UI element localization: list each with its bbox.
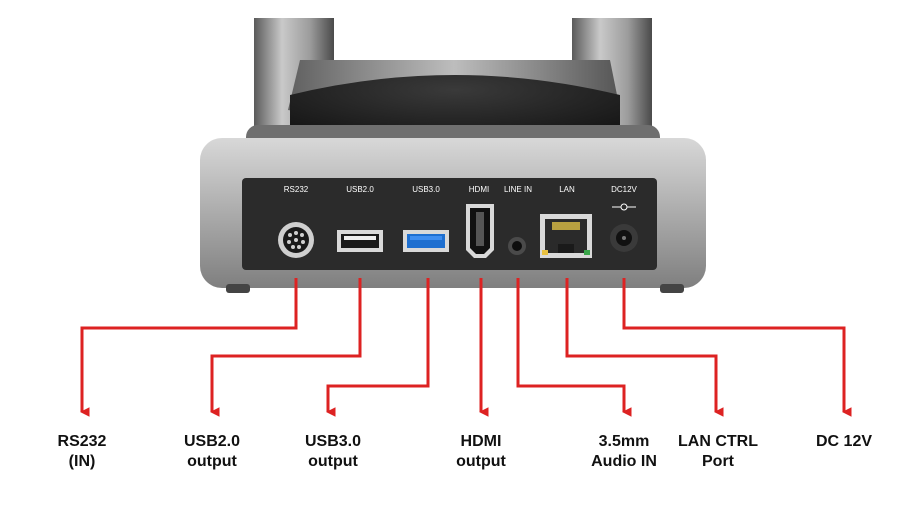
- dc-polarity-icon: [612, 203, 636, 211]
- callout-lan-line1: LAN CTRL: [678, 433, 758, 450]
- callout-dc-line1: DC 12V: [815, 433, 873, 450]
- callout-lan-line2: Port: [702, 453, 734, 470]
- camera-body: RS232 USB2.0 USB3.0 HDMI LINE IN LAN DC1…: [200, 138, 706, 293]
- usb2-port-icon: [337, 230, 383, 252]
- callout-connectors: [80, 278, 852, 417]
- panel-label-lan: LAN: [559, 185, 575, 194]
- callout-lan: LAN CTRL Port: [668, 432, 768, 472]
- connector-lan: [565, 278, 724, 417]
- callout-usb3-line1: USB3.0: [304, 433, 362, 450]
- callout-rs232: RS232 (IN): [42, 432, 122, 472]
- audio-jack-icon: [508, 237, 526, 255]
- callout-rs232-line1: RS232: [57, 433, 107, 450]
- hdmi-port-icon: [466, 204, 494, 258]
- panel-label-usb3: USB3.0: [412, 185, 440, 194]
- callout-usb2-line2: output: [187, 453, 237, 470]
- connector-usb3: [326, 278, 430, 417]
- panel-label-dc12v: DC12V: [611, 185, 637, 194]
- callout-usb2: USB2.0 output: [166, 432, 258, 472]
- usb3-port-icon: [403, 230, 449, 252]
- camera-head: [246, 18, 660, 160]
- rj45-port-icon: [540, 214, 592, 258]
- callout-rs232-line2: (IN): [68, 453, 96, 470]
- callout-hdmi: HDMI output: [441, 432, 521, 472]
- callout-usb2-line1: USB2.0: [183, 433, 241, 450]
- callout-hdmi-line2: output: [456, 453, 506, 470]
- panel-label-line-in: LINE IN: [504, 185, 532, 194]
- callout-audio-line1: 3.5mm: [598, 433, 650, 450]
- mini-din-port-icon: [278, 222, 314, 258]
- panel-label-usb2: USB2.0: [346, 185, 374, 194]
- panel-label-rs232: RS232: [284, 185, 309, 194]
- dc-jack-icon: [610, 224, 638, 252]
- connector-usb2: [210, 278, 362, 417]
- connector-dc: [622, 278, 852, 417]
- connector-rs232: [80, 278, 298, 417]
- callout-dc: DC 12V: [798, 432, 890, 452]
- callout-usb3-line2: output: [308, 453, 358, 470]
- connector-audio: [516, 278, 632, 417]
- callout-audio: 3.5mm Audio IN: [574, 432, 674, 472]
- callout-usb3: USB3.0 output: [287, 432, 379, 472]
- panel-label-hdmi: HDMI: [469, 185, 489, 194]
- callout-hdmi-line1: HDMI: [460, 433, 502, 450]
- left-foot: [226, 284, 250, 293]
- right-foot: [660, 284, 684, 293]
- callout-audio-line2: Audio IN: [591, 453, 657, 470]
